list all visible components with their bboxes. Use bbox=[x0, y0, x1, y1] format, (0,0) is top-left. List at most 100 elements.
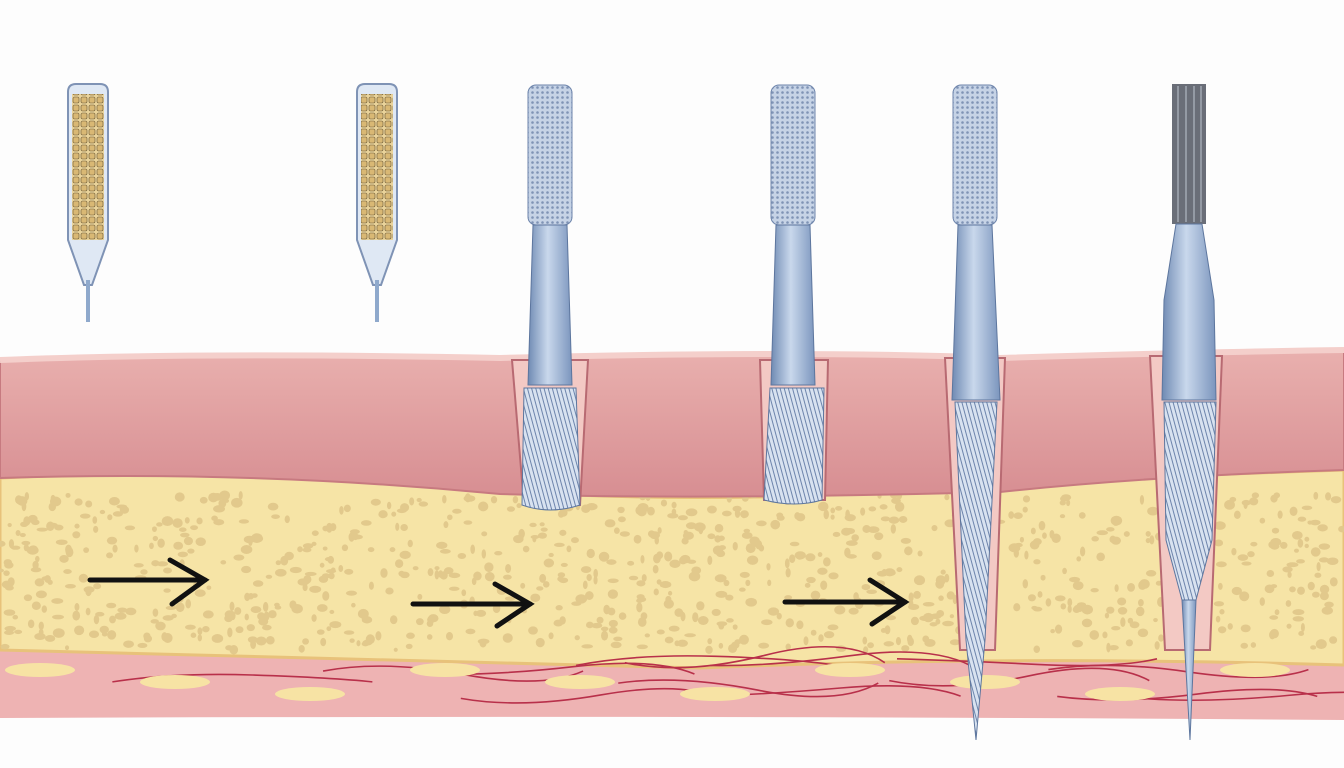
fat-cell bbox=[32, 560, 39, 570]
fat-cell bbox=[607, 589, 618, 599]
fat-cell bbox=[1314, 572, 1322, 578]
brush-tool bbox=[1161, 84, 1217, 741]
fat-cell bbox=[1117, 597, 1127, 606]
fat-cell bbox=[851, 534, 859, 542]
fat-cell bbox=[888, 516, 900, 524]
fat-cell bbox=[904, 546, 913, 556]
fat-cell bbox=[1153, 617, 1158, 623]
fat-cell bbox=[917, 550, 923, 557]
fat-cell bbox=[1289, 506, 1298, 516]
fat-cell bbox=[785, 618, 794, 628]
fat-cell bbox=[199, 496, 208, 504]
fat-cell bbox=[628, 575, 639, 581]
fat-cell bbox=[14, 629, 23, 635]
fat-cell bbox=[659, 581, 672, 589]
fat-cell bbox=[230, 611, 236, 621]
fat-cell bbox=[395, 559, 404, 568]
fat-cell bbox=[506, 506, 516, 512]
fat-cell bbox=[44, 635, 56, 642]
fat-cell bbox=[229, 644, 239, 655]
fat-cell bbox=[78, 573, 89, 583]
fat-cell bbox=[157, 538, 165, 548]
fat-cell bbox=[329, 609, 335, 615]
fat-cell bbox=[627, 560, 635, 566]
fat-cell bbox=[1127, 617, 1134, 624]
fat-cell bbox=[886, 570, 896, 576]
fat-cell bbox=[162, 615, 174, 621]
fat-lobule bbox=[950, 675, 1020, 689]
fat-cell bbox=[426, 634, 433, 640]
fat-cell bbox=[108, 496, 120, 506]
fat-cell bbox=[1316, 562, 1321, 572]
fat-cell bbox=[593, 568, 598, 579]
fat-cell bbox=[27, 619, 35, 629]
arrow-right-icon bbox=[782, 577, 910, 627]
fat-cell bbox=[1286, 623, 1292, 629]
fat-cell bbox=[1106, 606, 1115, 614]
arrow-right-icon bbox=[410, 581, 535, 629]
fat-cell bbox=[481, 531, 488, 537]
fat-cell bbox=[697, 616, 709, 625]
fat-cell bbox=[356, 640, 361, 647]
fat-cell bbox=[741, 532, 753, 539]
fat-cell bbox=[862, 525, 871, 533]
fat-cell bbox=[156, 522, 163, 527]
fat-cell bbox=[0, 643, 10, 650]
fat-cell bbox=[1050, 628, 1055, 634]
fat-cell bbox=[617, 506, 625, 514]
fat-cell bbox=[1270, 494, 1278, 503]
fat-cell bbox=[543, 558, 555, 568]
fat-cell bbox=[442, 495, 447, 504]
fat-cell bbox=[1062, 567, 1067, 575]
fat-cell bbox=[604, 519, 616, 528]
fat-cell bbox=[93, 525, 99, 533]
fat-cell bbox=[220, 560, 227, 565]
fat-cell bbox=[48, 502, 56, 512]
fat-cell bbox=[1139, 495, 1145, 505]
fat-cell bbox=[535, 637, 545, 648]
fat-cell bbox=[59, 554, 69, 563]
fat-cell bbox=[1249, 497, 1259, 506]
fat-cell bbox=[361, 616, 373, 624]
fat-cell bbox=[155, 621, 166, 631]
fat-cell bbox=[238, 491, 243, 500]
fat-cell bbox=[1110, 515, 1123, 526]
fat-cell bbox=[297, 546, 303, 553]
fat-cell bbox=[608, 626, 618, 634]
fat-cell bbox=[942, 620, 954, 627]
fat-cell bbox=[1033, 645, 1041, 653]
fat-cell bbox=[229, 601, 235, 612]
fat-cell bbox=[1219, 609, 1225, 615]
fat-cell bbox=[949, 639, 961, 646]
fat-cell bbox=[860, 507, 866, 516]
fat-cell bbox=[530, 593, 541, 602]
fat-cell bbox=[895, 637, 902, 646]
fat-cell bbox=[386, 501, 392, 510]
fat-cell bbox=[1250, 642, 1257, 648]
blood-vessel bbox=[624, 645, 886, 669]
fat-cell bbox=[439, 571, 448, 580]
graft-vial-1 bbox=[67, 83, 109, 322]
fat-cell bbox=[530, 534, 540, 539]
fat-cell bbox=[151, 560, 160, 567]
fat-cell bbox=[835, 506, 843, 511]
fat-cell bbox=[412, 566, 419, 571]
fat-cell bbox=[1072, 581, 1084, 591]
fat-cell bbox=[187, 548, 195, 554]
fat-cell bbox=[1135, 606, 1145, 617]
fat-cell bbox=[72, 531, 81, 539]
fat-cell bbox=[74, 603, 80, 611]
fat-cell bbox=[23, 594, 33, 602]
fat-cell bbox=[101, 631, 108, 637]
fat-cell bbox=[343, 630, 355, 635]
fat-cell bbox=[582, 580, 588, 590]
fat-cell bbox=[1067, 598, 1073, 607]
fat-cell bbox=[352, 532, 359, 541]
fat-cell bbox=[1022, 495, 1031, 503]
fat-cell bbox=[443, 521, 449, 529]
fat-cell bbox=[804, 582, 811, 588]
fat-cell bbox=[119, 506, 130, 514]
fat-cell bbox=[30, 567, 42, 573]
fat-cell bbox=[732, 541, 738, 551]
fat-cell bbox=[874, 532, 884, 541]
